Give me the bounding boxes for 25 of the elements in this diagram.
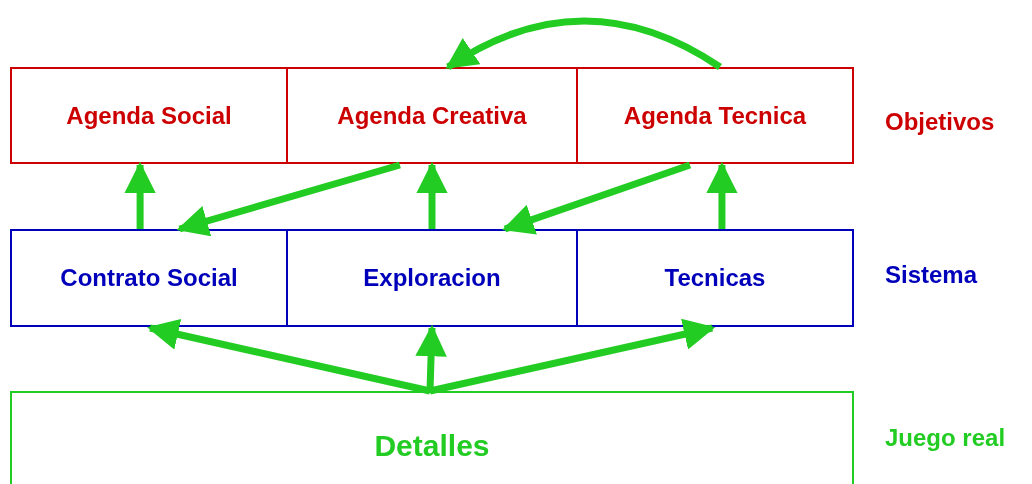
component-box [286,229,578,327]
arrow [416,161,448,229]
arrow [429,318,716,395]
layer-label: Objetivos [885,108,995,136]
arrow [445,17,722,70]
box-label: Exploracion [363,264,501,292]
box-label: Agenda Tecnica [623,101,807,130]
box-label: Agenda Social [66,101,232,130]
layer-label: Sistema [885,261,978,289]
layer-label: Juego real [885,424,1006,452]
component-box [286,67,578,164]
arrow [176,161,401,237]
arrow [147,318,431,395]
component-box [10,229,288,327]
component-box [576,229,854,327]
arrow [706,161,738,229]
box-label: Tecnicas [664,264,766,292]
box-label: Detalles [374,428,490,463]
box-label: Contrato Social [60,264,238,292]
box-label: Agenda Creativa [337,101,527,130]
component-box [10,67,288,164]
arrow [124,161,156,229]
component-box [576,67,854,164]
arrow [502,161,692,235]
layer-box [10,391,854,484]
